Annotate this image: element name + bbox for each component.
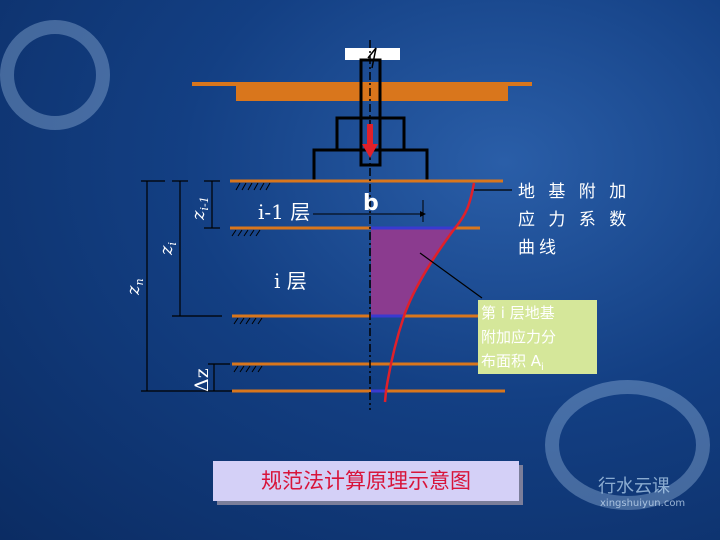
dimension-lines [141,180,232,392]
layer-prev-label: i-1 层 [258,200,310,224]
b-label: b [363,191,379,216]
area-label-line: 附加应力分 [481,328,557,346]
fill-layer [236,84,508,101]
z-prev-label: zi-1 [188,196,211,221]
area-callout-line [419,252,483,299]
layer-i-label: i 层 [274,269,307,293]
watermark-name: 行水云课 [598,476,670,497]
curve-label-line: 曲线 [518,238,560,258]
area-label-box: 第 i 层地基 附加应力分 布面积 Ai [478,300,597,374]
slide-title: 规范法计算原理示意图 [213,461,519,501]
z-n-label: zn [123,278,146,296]
curve-label: 地 基 附 加 应 力 系 数 曲线 [518,178,630,262]
dz-label: Δz [191,368,213,392]
area-label-line: 布面积 Ai [481,352,544,373]
area-label-line: 第 i 层地基 [481,304,555,322]
curve-label-line: 应 力 系 数 [518,210,631,230]
stress-coefficient-curve [383,182,476,403]
z-i-label: zi [156,242,179,256]
load-arrow [362,124,378,158]
break-mark [367,47,377,69]
curve-label-line: 地 基 附 加 [518,182,631,202]
load-cap [345,48,400,60]
stress-area-i [371,228,455,316]
hatch-marks [231,182,271,373]
watermark-url: xingshuiyun.com [600,498,686,509]
